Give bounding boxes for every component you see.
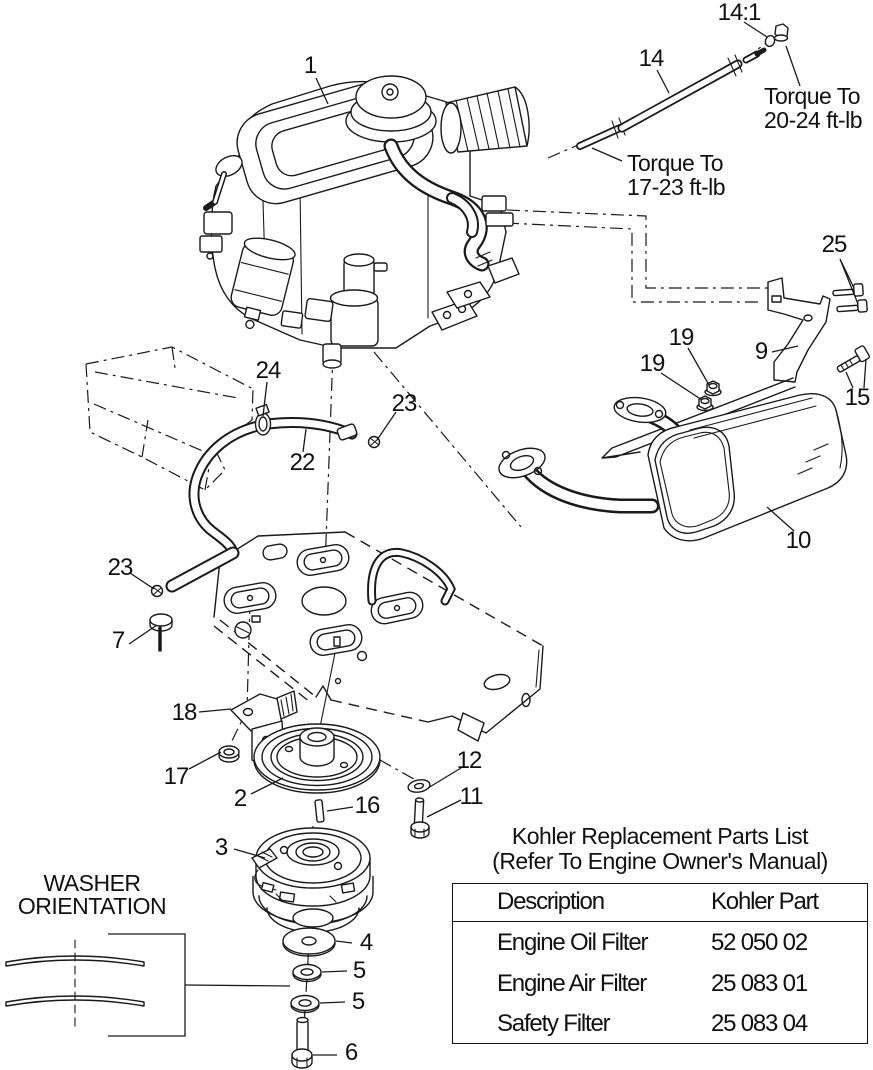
part-callout-2: 2	[233, 785, 247, 812]
parts-table-title-line1: Kohler Replacement Parts List	[511, 823, 809, 849]
flange-nut	[704, 380, 722, 397]
parts-table-title: Kohler Replacement Parts List (Refer To …	[452, 824, 868, 874]
part-callout-9: 9	[754, 338, 768, 365]
hose-drawing	[150, 403, 381, 598]
part-callout-24: 24	[255, 357, 282, 384]
row-description: Engine Oil Filter	[497, 929, 649, 956]
washer-orientation-line1: WASHER	[43, 870, 141, 896]
washer-orientation-line2: ORIENTATION	[17, 893, 167, 919]
row-part: 25 083 01	[711, 970, 808, 997]
part-callout-12: 12	[456, 747, 483, 774]
part-callout-10: 10	[785, 527, 812, 554]
dipstick-tube-drawing	[576, 23, 789, 150]
torque-note-line: 20-24 ft-lb	[764, 107, 863, 133]
muffler-drawing	[498, 392, 848, 542]
torque-note-line: Torque To	[627, 150, 724, 176]
washer-orientation-inset	[5, 933, 291, 1037]
muffler-bracket-drawing	[601, 277, 871, 459]
torque-note-20-24: Torque To 20-24 ft-lb	[764, 83, 863, 133]
row-description: Engine Air Filter	[497, 970, 647, 997]
part-callout-23-right: 23	[391, 390, 418, 417]
col-header-description: Description	[497, 888, 605, 915]
part-callout-23-left: 23	[107, 554, 134, 581]
part-callout-7: 7	[111, 627, 125, 654]
part-callout-11: 11	[459, 783, 484, 810]
part-callout-5-lower: 5	[351, 988, 365, 1015]
engine-drawing	[199, 75, 530, 369]
part-callout-5-upper: 5	[352, 957, 366, 984]
torque-note-17-23: Torque To 17-23 ft-lb	[627, 150, 726, 200]
col-header-part: Kohler Part	[711, 888, 819, 915]
part-callout-22: 22	[289, 449, 316, 476]
part-callout-19-upper: 19	[668, 324, 695, 351]
torque-note-line: Torque To	[764, 83, 861, 109]
part-callout-15: 15	[844, 384, 871, 411]
part-callout-16: 16	[354, 792, 381, 819]
parts-table-header: Description Kohler Part	[453, 884, 867, 922]
leader-lines	[128, 21, 867, 1056]
part-callout-6: 6	[344, 1039, 358, 1066]
torque-note-line: 17-23 ft-lb	[627, 174, 726, 200]
part-callout-4: 4	[359, 929, 373, 956]
row-part: 25 083 04	[711, 1010, 808, 1037]
part-callout-1: 1	[303, 52, 317, 79]
parts-table-title-line2: (Refer To Engine Owner's Manual)	[492, 848, 828, 874]
deck-plate-drawing	[213, 531, 544, 742]
row-part: 52 050 02	[711, 929, 808, 956]
parts-table: Description Kohler Part Engine Oil Filte…	[452, 883, 868, 1044]
part-callout-17: 17	[163, 763, 190, 790]
part-callout-18: 18	[171, 699, 198, 726]
row-description: Safety Filter	[497, 1010, 611, 1037]
part-callout-3: 3	[214, 834, 228, 861]
spindle-parts-drawing	[149, 613, 431, 1069]
part-callout-14-1: 14:1	[717, 0, 762, 26]
part-callout-25: 25	[821, 231, 848, 258]
washer-orientation-heading: WASHER ORIENTATION	[4, 872, 180, 918]
part-callout-19-lower: 19	[639, 350, 666, 377]
part-callout-14: 14	[638, 45, 665, 72]
heat-shield-ghost	[85, 346, 254, 491]
